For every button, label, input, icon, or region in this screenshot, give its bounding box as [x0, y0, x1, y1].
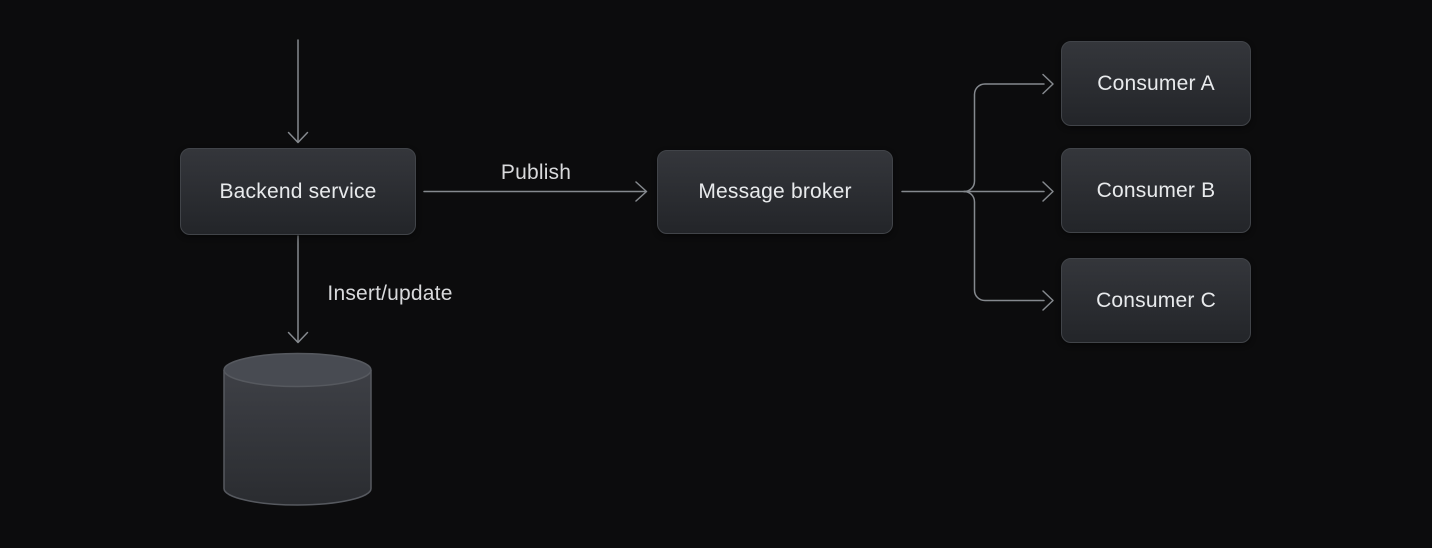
node-backend-service-label: Backend service [219, 179, 377, 203]
node-message-broker-label: Message broker [698, 180, 852, 203]
node-consumer-c: Consumer C [1061, 258, 1251, 343]
edge-publish-arrow [423, 181, 648, 202]
node-message-broker: Message broker [657, 150, 893, 234]
node-consumer-b-label: Consumer B [1096, 178, 1216, 202]
edge-insert-update-arrow [287, 235, 309, 344]
edge-label-publish: Publish [500, 161, 572, 184]
node-consumer-b: Consumer B [1061, 148, 1251, 233]
database-icon [223, 352, 372, 506]
edge-external-to-backend-arrow [287, 39, 309, 144]
edge-label-insert-update: Insert/update [327, 282, 453, 305]
node-consumer-a-label: Consumer A [1097, 71, 1215, 95]
node-consumer-a: Consumer A [1061, 41, 1251, 126]
edge-broker-to-consumer-a-arrow [963, 73, 1054, 193]
node-consumer-c-label: Consumer C [1096, 288, 1216, 312]
edge-broker-to-consumer-b-arrow [901, 181, 1054, 202]
edge-broker-to-consumer-c-arrow [963, 190, 1054, 311]
node-backend-service: Backend service [180, 148, 416, 235]
